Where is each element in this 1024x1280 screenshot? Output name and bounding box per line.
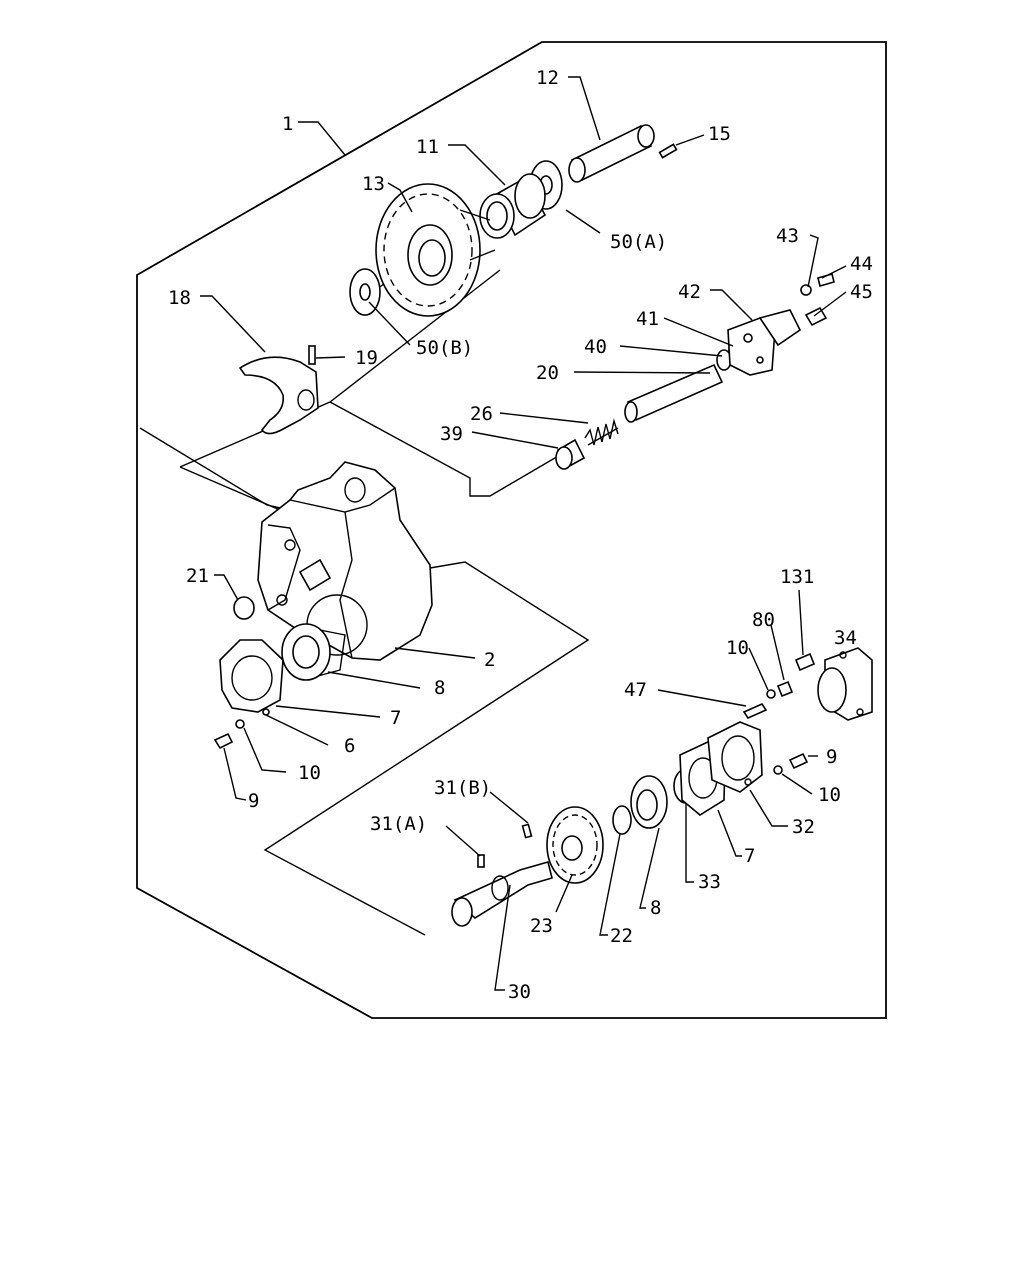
plug-part-39 <box>555 438 586 470</box>
pin-part-6 <box>262 708 270 716</box>
label-2: 2 <box>484 649 495 671</box>
label-6: 6 <box>344 735 355 757</box>
label-47: 47 <box>624 679 647 701</box>
label-30: 30 <box>508 981 531 1003</box>
shaft-part-20 <box>624 363 724 423</box>
label-131: 131 <box>780 566 814 588</box>
label-41: 41 <box>636 308 659 330</box>
gear-part-23 <box>546 806 604 884</box>
pin-part-19 <box>308 345 316 365</box>
label-10-upper-left: 10 <box>298 762 321 784</box>
key-part-31a <box>477 854 485 868</box>
leader-lines <box>200 76 847 991</box>
label-8-lower: 8 <box>650 897 661 919</box>
assembly-guide-lines <box>139 259 590 936</box>
plug-part-21 <box>233 596 255 620</box>
label-33: 33 <box>698 871 721 893</box>
label-22: 22 <box>610 925 633 947</box>
label-13: 13 <box>362 173 385 195</box>
label-39: 39 <box>440 423 463 445</box>
label-31b: 31(B) <box>434 777 491 799</box>
label-10-right: 10 <box>726 637 749 659</box>
shift-fork-part-18 <box>238 356 319 435</box>
label-10-lower-right: 10 <box>818 784 841 806</box>
label-21: 21 <box>186 565 209 587</box>
bearing-part-11 <box>479 173 547 239</box>
cover-part-32 <box>707 721 763 793</box>
washer-part-10-lower <box>773 765 783 775</box>
label-43: 43 <box>776 225 799 247</box>
label-80: 80 <box>752 609 775 631</box>
pin-part-15 <box>658 143 678 159</box>
bearing-part-8-upper <box>281 623 346 681</box>
label-42: 42 <box>678 281 701 303</box>
label-9-lower-right: 9 <box>826 746 837 768</box>
label-50b: 50(B) <box>416 337 473 359</box>
label-26: 26 <box>470 403 493 425</box>
stud-part-47 <box>742 702 768 720</box>
key-part-31b <box>521 823 533 839</box>
label-34: 34 <box>834 627 857 649</box>
label-45: 45 <box>850 281 873 303</box>
snap-ring-part-22 <box>612 805 632 835</box>
label-15: 15 <box>708 123 731 145</box>
bolt-part-131 <box>794 652 816 672</box>
cap-part-34 <box>817 647 873 721</box>
part-labels: 1 12 15 11 13 50(A) 43 44 42 45 18 50(B)… <box>168 67 873 1003</box>
bolt-part-9-upper <box>213 732 234 750</box>
washer-part-10-upper <box>235 719 245 729</box>
pin-part-12 <box>568 124 655 183</box>
plug-part-45 <box>804 306 828 327</box>
label-7-lower: 7 <box>744 845 755 867</box>
label-1: 1 <box>282 113 293 135</box>
label-44: 44 <box>850 253 873 275</box>
assembly-frame <box>136 41 887 1019</box>
label-9-upper-left: 9 <box>248 790 259 812</box>
label-50a: 50(A) <box>610 231 667 253</box>
case-part-2 <box>257 461 433 661</box>
washer-part-50b <box>349 268 381 316</box>
gear-part-13 <box>375 183 496 317</box>
label-23: 23 <box>530 915 553 937</box>
label-18: 18 <box>168 287 191 309</box>
label-31a: 31(A) <box>370 813 427 835</box>
housing-part-42 <box>727 309 802 376</box>
label-7-upper: 7 <box>390 707 401 729</box>
nut-part-80 <box>776 680 794 698</box>
label-20: 20 <box>536 362 559 384</box>
bearing-part-8-lower <box>630 775 668 829</box>
bolt-part-9-lower <box>788 752 809 770</box>
label-32: 32 <box>792 816 815 838</box>
cover-part-7-upper <box>219 639 284 713</box>
label-8-upper: 8 <box>434 677 445 699</box>
label-12: 12 <box>536 67 559 89</box>
spring-part-26 <box>584 418 619 446</box>
shaft-part-30 <box>451 861 553 927</box>
label-11: 11 <box>416 136 439 158</box>
washer-part-43 <box>800 284 812 296</box>
label-19: 19 <box>355 347 378 369</box>
label-40: 40 <box>584 336 607 358</box>
washer-part-10-right <box>766 689 776 699</box>
